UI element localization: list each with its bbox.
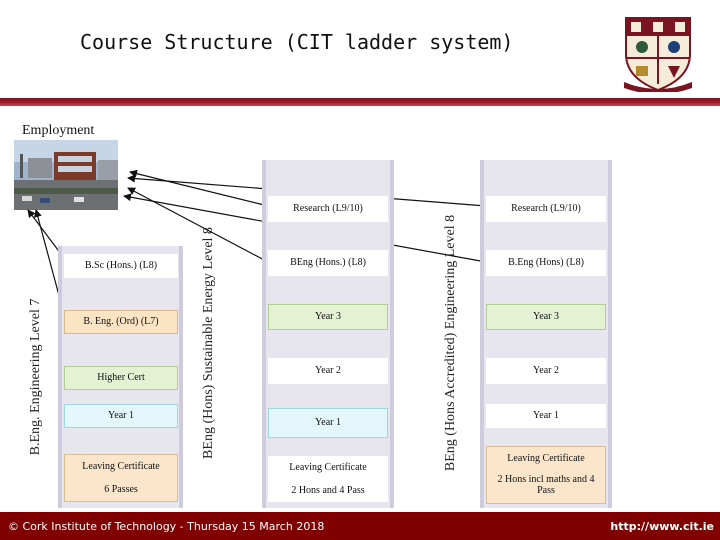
rung-right-year-1: Year 1	[486, 404, 606, 428]
rung-right-research: Research (L9/10)	[486, 196, 606, 222]
header-divider-bar	[0, 98, 720, 106]
rung-right-year-2: Year 2	[486, 358, 606, 384]
rung-middle-beng-hons: BEng (Hons.) (L8)	[268, 250, 388, 276]
ladder-middle-label: BEng (Hons) Sustainable Energy Level 8	[201, 227, 216, 459]
rung-middle-leaving-cert-line-1: Leaving Certificate	[289, 461, 367, 473]
rung-left-leaving-cert: Leaving Certificate 6 Passes	[64, 454, 178, 502]
rung-left-leaving-cert-line-2: 6 Passes	[104, 483, 138, 495]
ladder-left-rail-b	[179, 246, 183, 508]
rung-right-year-3: Year 3	[486, 304, 606, 330]
employment-building-photo	[14, 140, 118, 210]
rung-right-leaving-cert-line-1: Leaving Certificate	[507, 453, 585, 465]
footer-bar	[0, 512, 720, 540]
ladder-right-rail-b	[608, 160, 612, 508]
rung-right-leaving-cert: Leaving Certificate 2 Hons incl maths an…	[486, 446, 606, 504]
rung-left-leaving-cert-line-1: Leaving Certificate	[82, 460, 160, 472]
footer-url-link[interactable]: http://www.cit.ie	[610, 520, 714, 533]
rung-left-bsc: B.Sc (Hons.) (L8)	[64, 254, 178, 278]
rung-left-year-1: Year 1	[64, 404, 178, 428]
footer-copyright: © Cork Institute of Technology - Thursda…	[8, 520, 325, 533]
ladder-middle-rail-a	[262, 160, 266, 508]
ladder-left-label: B.Eng. Engineering Level 7	[28, 298, 43, 456]
rung-middle-research: Research (L9/10)	[268, 196, 388, 222]
rung-middle-leaving-cert: Leaving Certificate 2 Hons and 4 Pass	[268, 456, 388, 502]
ladder-left-rail-a	[58, 246, 62, 508]
employment-label: Employment	[22, 123, 95, 138]
ladder-right-rail-a	[480, 160, 484, 508]
rung-left-beng-ord: B. Eng. (Ord) (L7)	[64, 310, 178, 334]
rung-left-higher-cert: Higher Cert	[64, 366, 178, 390]
cit-crest-logo	[624, 17, 692, 92]
rung-middle-year-1: Year 1	[268, 408, 388, 438]
rung-right-leaving-cert-line-2: 2 Hons incl maths and 4 Pass	[497, 473, 595, 497]
ladder-right-label: BEng (Hons Accredited) Engineering Level…	[443, 214, 458, 472]
rung-right-beng-hons: B.Eng (Hons) (L8)	[486, 250, 606, 276]
page-title: Course Structure (CIT ladder system)	[80, 30, 514, 54]
rung-middle-year-3: Year 3	[268, 304, 388, 330]
rung-middle-leaving-cert-line-2: 2 Hons and 4 Pass	[291, 484, 365, 496]
arrow-mid-research-to-employment	[129, 169, 269, 207]
ladder-middle-rail-b	[390, 160, 394, 508]
rung-middle-year-2: Year 2	[268, 358, 388, 384]
